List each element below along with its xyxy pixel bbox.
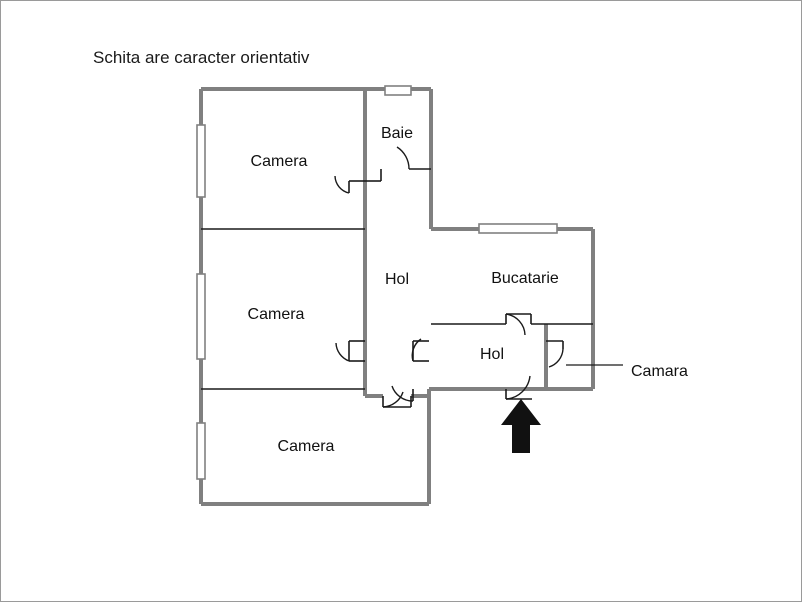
window-baie bbox=[384, 85, 412, 96]
door-arc-bucatarie bbox=[505, 313, 526, 336]
door-arc-hol-entry bbox=[411, 338, 422, 362]
window-camera-top bbox=[196, 124, 206, 198]
page-title: Schita are caracter orientativ bbox=[93, 48, 310, 67]
room-labels: Camera Baie Hol Camera Bucatarie Hol Cam… bbox=[248, 125, 559, 455]
windows bbox=[196, 85, 558, 480]
main-entrance-arrow bbox=[501, 399, 541, 453]
room-label-hol-main: Hol bbox=[385, 271, 409, 288]
door-arc-camera-top bbox=[334, 175, 350, 194]
camara-callout-label: Camara bbox=[631, 363, 688, 380]
door-arc-camera-middle bbox=[335, 342, 350, 362]
room-label-hol-entry: Hol bbox=[480, 346, 504, 363]
door-arc-baie bbox=[396, 146, 410, 170]
outer-walls bbox=[199, 87, 595, 506]
window-camera-bottom bbox=[196, 422, 206, 480]
room-label-camera-bottom: Camera bbox=[278, 438, 335, 455]
door-arc-hol-bottom bbox=[382, 391, 404, 408]
door-arc-camera-bottom bbox=[391, 385, 414, 402]
window-bucatarie bbox=[478, 223, 558, 234]
door-arc-camara bbox=[548, 348, 564, 368]
door-arcs bbox=[334, 146, 564, 408]
room-label-baie: Baie bbox=[381, 125, 413, 142]
room-label-camera-top: Camera bbox=[251, 153, 308, 170]
room-label-bucatarie: Bucatarie bbox=[491, 270, 559, 287]
room-label-camera-middle: Camera bbox=[248, 306, 305, 323]
door-arc-entry bbox=[505, 375, 531, 400]
window-camera-middle bbox=[196, 273, 206, 360]
